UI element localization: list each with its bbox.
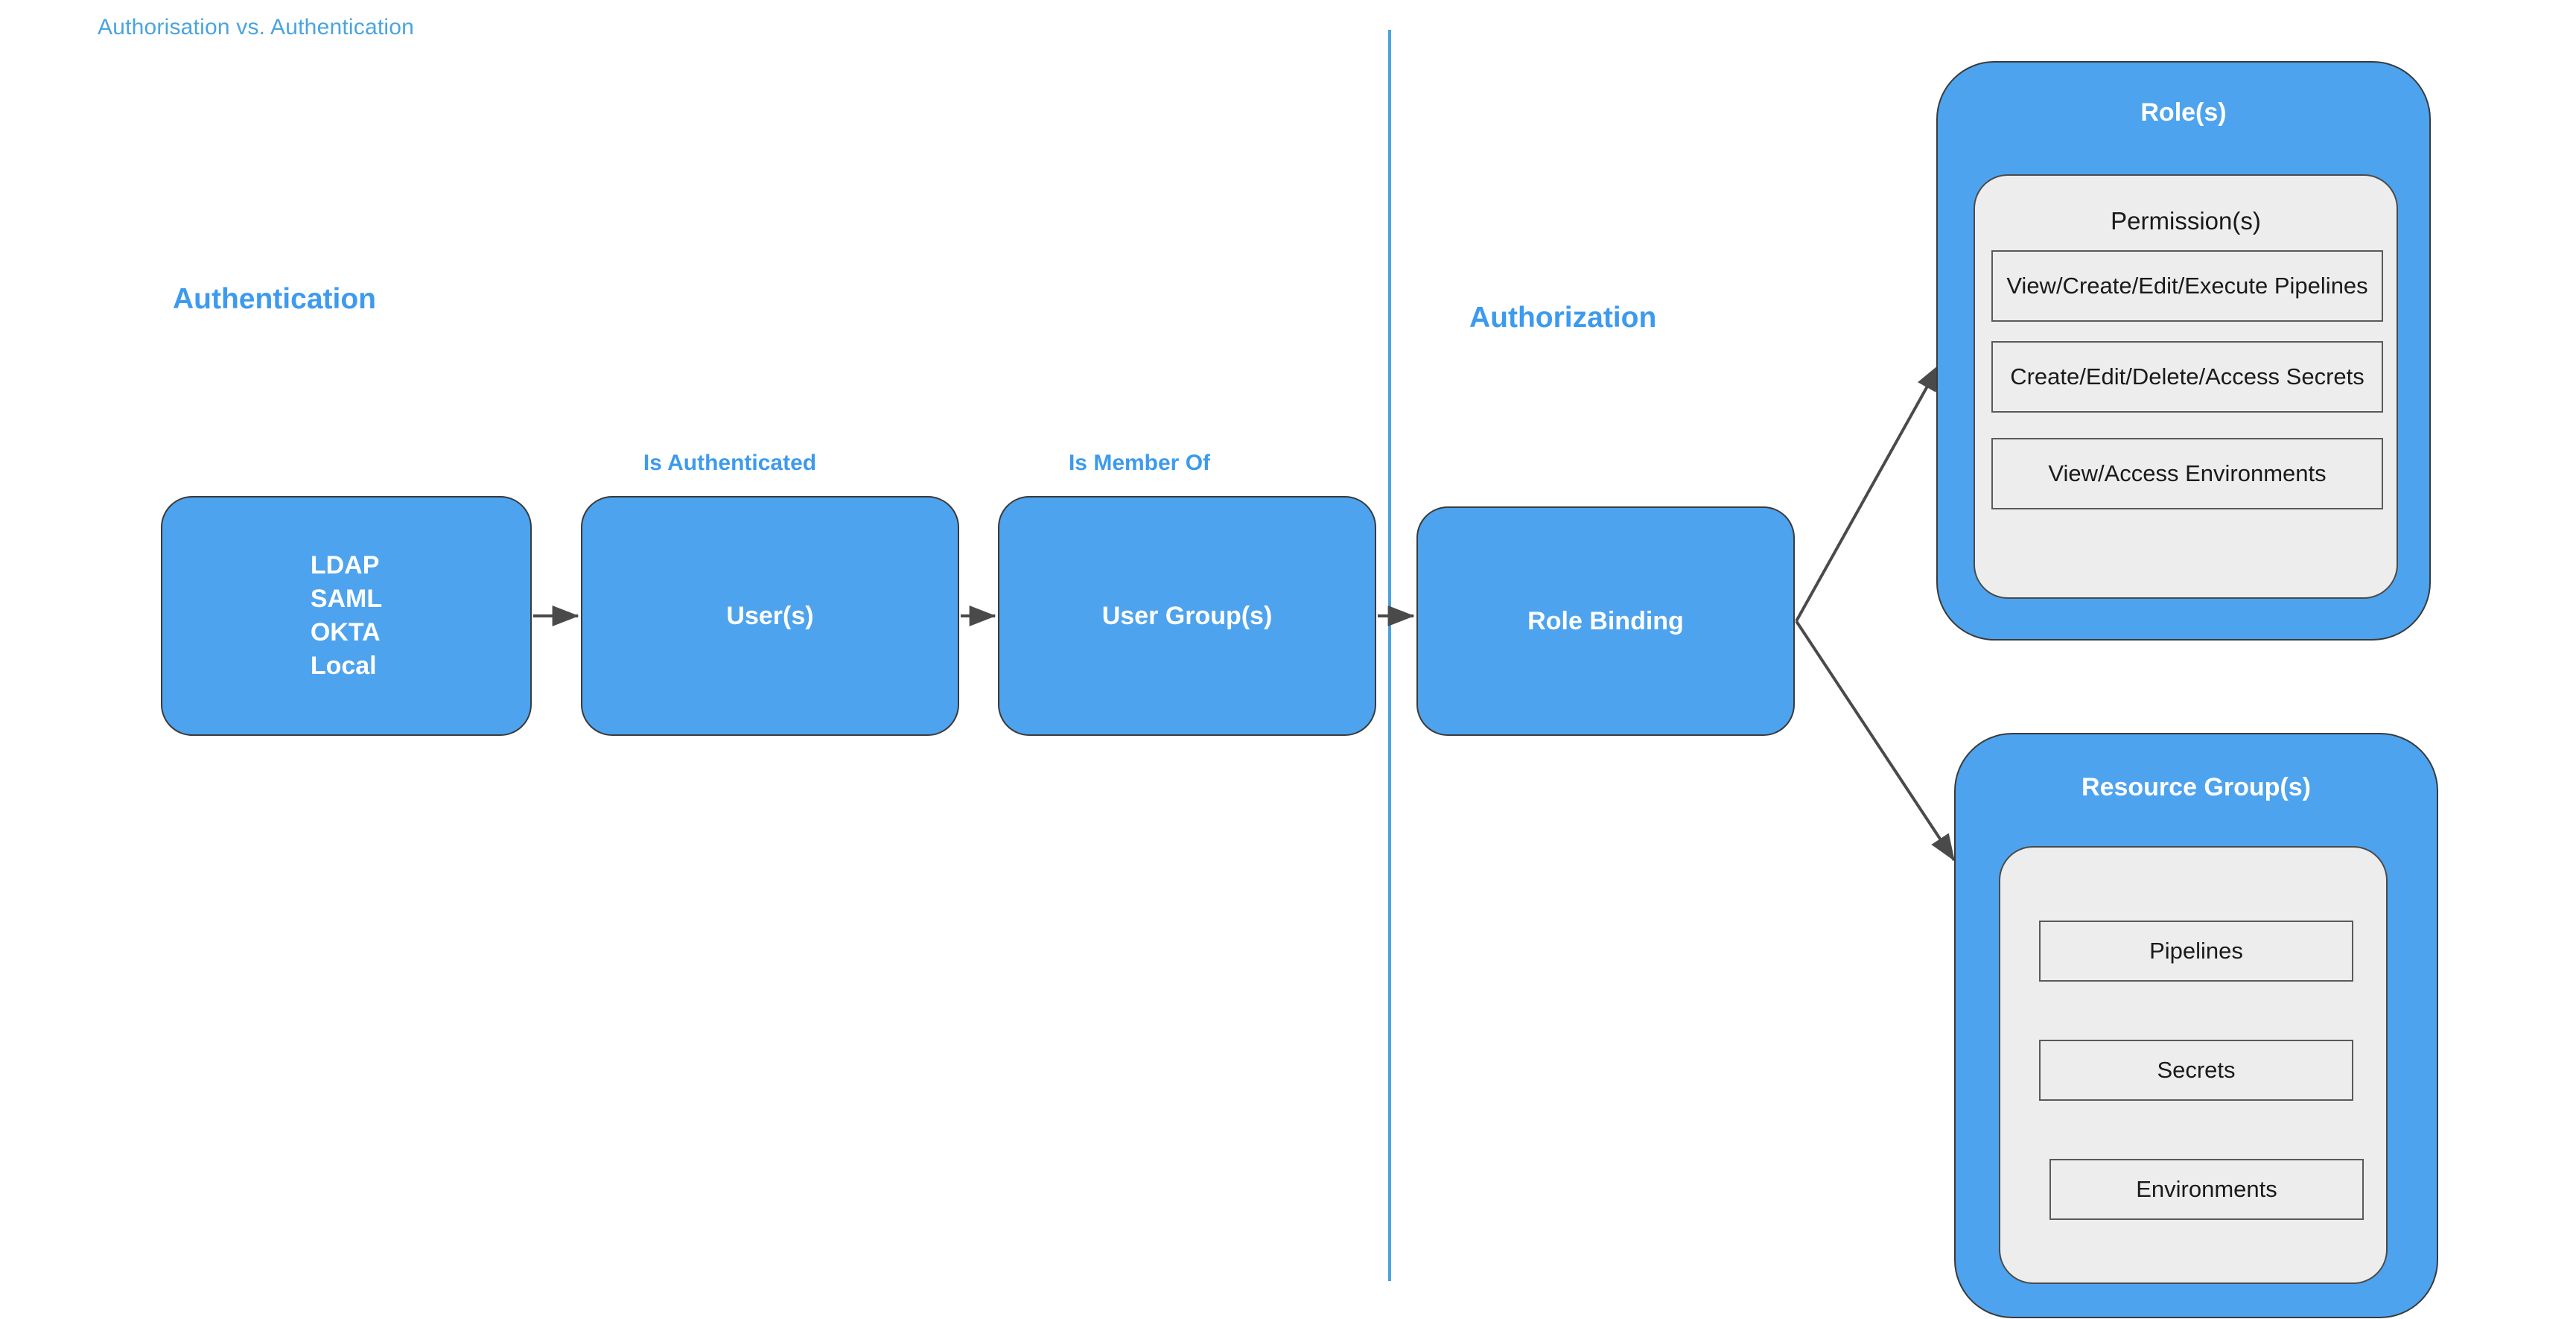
permission-item[interactable]: View/Access Environments bbox=[1991, 438, 2383, 509]
arrow-rolebinding-to-roles bbox=[1795, 363, 1941, 622]
panel-resources: Pipelines Secrets Environments bbox=[1999, 846, 2388, 1284]
section-heading-authorization: Authorization bbox=[1469, 302, 1657, 334]
flow-box-identity-providers[interactable]: LDAP SAML OKTA Local bbox=[161, 496, 532, 736]
card-roles[interactable]: Role(s) Permission(s) View/Create/Edit/E… bbox=[1936, 61, 2431, 641]
resource-item[interactable]: Environments bbox=[2049, 1159, 2364, 1220]
resource-item[interactable]: Pipelines bbox=[2039, 921, 2353, 982]
edge-label-is-authenticated: Is Authenticated bbox=[643, 451, 817, 475]
section-divider bbox=[1388, 30, 1391, 1281]
resource-item[interactable]: Secrets bbox=[2039, 1040, 2353, 1101]
card-roles-title: Role(s) bbox=[2140, 98, 2227, 127]
panel-permissions: Permission(s) View/Create/Edit/Execute P… bbox=[1974, 174, 2398, 599]
identity-providers-label: LDAP SAML OKTA Local bbox=[310, 551, 383, 680]
arrow-rolebinding-to-resourcegroups bbox=[1795, 620, 1956, 862]
role-binding-label: Role Binding bbox=[1527, 606, 1684, 635]
flow-box-user-groups[interactable]: User Group(s) bbox=[998, 496, 1376, 736]
permission-item[interactable]: Create/Edit/Delete/Access Secrets bbox=[1991, 341, 2383, 413]
users-label: User(s) bbox=[726, 601, 814, 630]
section-heading-authentication: Authentication bbox=[173, 283, 376, 315]
user-groups-label: User Group(s) bbox=[1101, 601, 1273, 630]
card-resource-groups-title: Resource Group(s) bbox=[2082, 773, 2311, 801]
edge-label-is-member-of: Is Member Of bbox=[1068, 451, 1211, 475]
page-title: Authorisation vs. Authentication bbox=[98, 15, 414, 39]
panel-permissions-title: Permission(s) bbox=[2111, 207, 2261, 235]
flow-box-role-binding[interactable]: Role Binding bbox=[1416, 506, 1795, 736]
permission-item[interactable]: View/Create/Edit/Execute Pipelines bbox=[1991, 250, 2383, 322]
card-resource-groups[interactable]: Resource Group(s) Pipelines Secrets Envi… bbox=[1954, 733, 2438, 1318]
flow-box-users[interactable]: User(s) bbox=[581, 496, 959, 736]
